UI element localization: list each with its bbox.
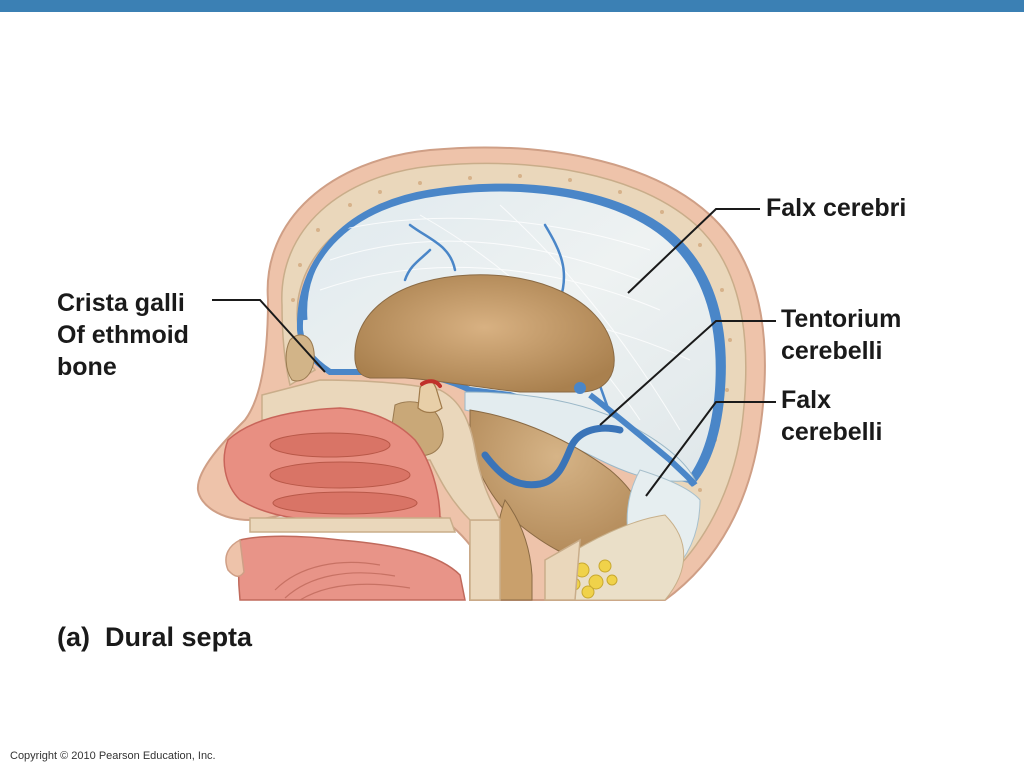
falx-cerebelli-line-1: Falx (781, 386, 832, 414)
label-tentorium-cerebelli: Tentorium cerebelli (781, 303, 901, 367)
vessel-knot (574, 382, 586, 394)
tentorium-line-1: Tentorium (781, 305, 902, 333)
leader-lines (212, 208, 776, 497)
caption-part: (a) (57, 622, 90, 652)
falx-cerebelli-line-2: cerebelli (781, 418, 883, 446)
straight-sinus (588, 392, 698, 487)
frontal-sinus (285, 334, 315, 382)
leader-crista-galli (212, 299, 326, 373)
top-banner-bar (0, 0, 1024, 12)
nasal-conchae (269, 432, 418, 515)
cerebral-cavity (354, 274, 615, 393)
crista-line-2: Of ethmoid (57, 321, 189, 349)
cervical-bone (469, 519, 501, 601)
copyright-notice: Copyright © 2010 Pearson Education, Inc. (10, 750, 216, 762)
label-crista-galli: Crista galli Of ethmoid bone (57, 287, 189, 383)
upper-lip (225, 538, 245, 577)
transverse-sinus (481, 424, 624, 489)
tentorium-line-2: cerebelli (781, 337, 883, 365)
posterior-bone (544, 538, 581, 601)
bone-texture (291, 174, 732, 492)
tongue-texture (274, 561, 411, 601)
caption-title: Dural septa (105, 622, 253, 652)
artery-spot (420, 379, 442, 388)
label-falx-cerebelli: Falx cerebelli (781, 384, 882, 448)
leader-falx-cerebelli (645, 401, 776, 497)
label-falx-cerebri: Falx cerebri (766, 194, 907, 222)
oral-cavity (237, 535, 466, 601)
crista-line-1: Crista galli (57, 289, 185, 317)
crista-line-3: bone (57, 353, 117, 381)
figure-caption: (a) Dural septa (57, 622, 252, 653)
leader-falx-cerebri (627, 208, 760, 294)
hard-palate (249, 517, 457, 533)
leader-tentorium (599, 320, 776, 426)
